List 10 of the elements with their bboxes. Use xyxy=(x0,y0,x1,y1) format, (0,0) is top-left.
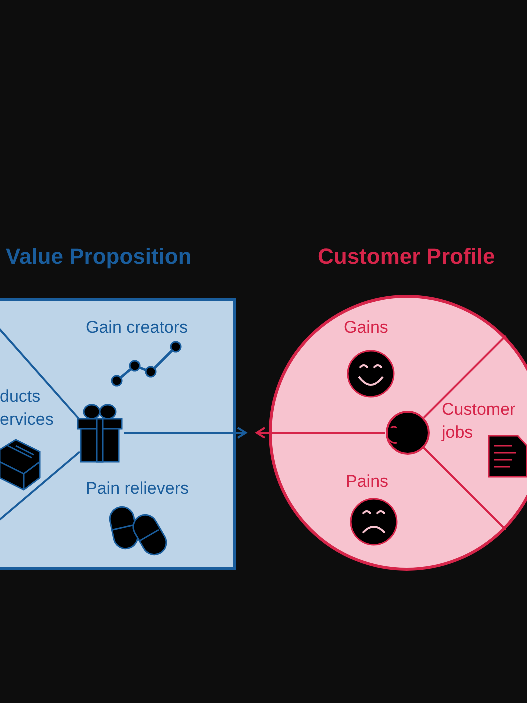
section-title: Customer Profile xyxy=(318,244,496,270)
section-label: Pain relievers xyxy=(86,477,216,500)
section-label: Pains xyxy=(346,470,406,493)
arrow xyxy=(256,427,385,439)
section-label: Gains xyxy=(344,316,404,339)
section-label: ducts ervices xyxy=(0,385,64,431)
section-label: Gain creators xyxy=(86,316,216,339)
arrow xyxy=(124,427,247,439)
section-title: Value Proposition xyxy=(6,244,192,270)
section-label: Customer jobs xyxy=(442,398,526,444)
